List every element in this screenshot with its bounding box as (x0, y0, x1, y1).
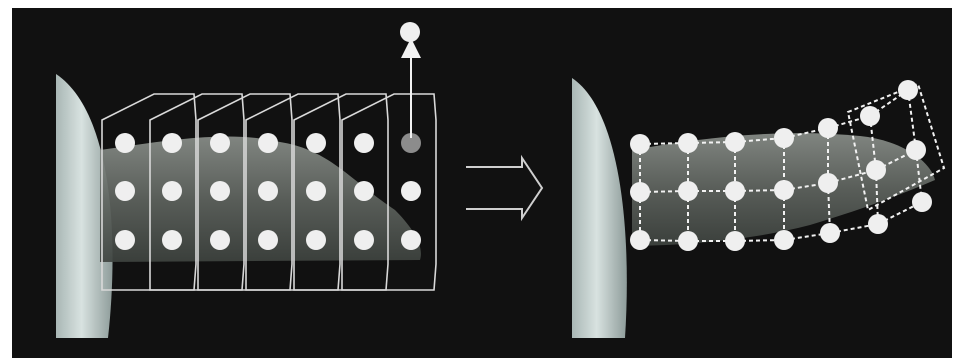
grid-node (162, 133, 182, 153)
grid-node (306, 181, 326, 201)
grid-node (898, 80, 918, 100)
transition-arrow (466, 154, 544, 222)
grid-node (866, 160, 886, 180)
grid-node (630, 182, 650, 202)
moved-node (400, 22, 420, 42)
grid-node (725, 231, 745, 251)
right-node-grid (630, 80, 932, 251)
hexagon-regions (101, 93, 437, 291)
grid-node (115, 181, 135, 201)
connector-line (907, 89, 917, 151)
selected-node (401, 133, 421, 153)
right-panel (572, 78, 946, 338)
grid-node (860, 106, 880, 126)
grid-node (678, 231, 698, 251)
grid-node (774, 180, 794, 200)
grid-node (162, 181, 182, 201)
grid-node (774, 128, 794, 148)
grid-node (912, 192, 932, 212)
grid-node (354, 133, 374, 153)
grid-node (678, 181, 698, 201)
grid-node (210, 230, 230, 250)
grid-node (162, 230, 182, 250)
left-wall-shape (56, 74, 113, 338)
grid-node (820, 223, 840, 243)
grid-node (401, 181, 421, 201)
grid-node (258, 181, 278, 201)
rotated-cell-box (846, 82, 946, 212)
grid-node (306, 133, 326, 153)
grid-node (115, 230, 135, 250)
grid-node (306, 230, 326, 250)
grid-node (725, 181, 745, 201)
hexagon-region (197, 93, 293, 291)
grid-node (115, 133, 135, 153)
grid-node (258, 133, 278, 153)
grid-node (210, 181, 230, 201)
hexagon-region (341, 93, 437, 291)
grid-node (774, 230, 794, 250)
grid-node (678, 133, 698, 153)
grid-node (630, 134, 650, 154)
grid-node (401, 230, 421, 250)
hexagon-region (293, 93, 389, 291)
hexagon-region (149, 93, 245, 291)
right-wall-shape (572, 78, 627, 338)
grid-node (354, 230, 374, 250)
grid-node (210, 133, 230, 153)
grid-node (906, 140, 926, 160)
grid-node (868, 214, 888, 234)
hexagon-region (101, 93, 197, 291)
hexagon-region (245, 93, 341, 291)
grid-node (818, 118, 838, 138)
grid-node (258, 230, 278, 250)
left-node-grid (115, 133, 421, 250)
grid-node (725, 132, 745, 152)
grid-node (354, 181, 374, 201)
grid-node (630, 230, 650, 250)
left-panel (56, 22, 437, 338)
grid-node (818, 173, 838, 193)
